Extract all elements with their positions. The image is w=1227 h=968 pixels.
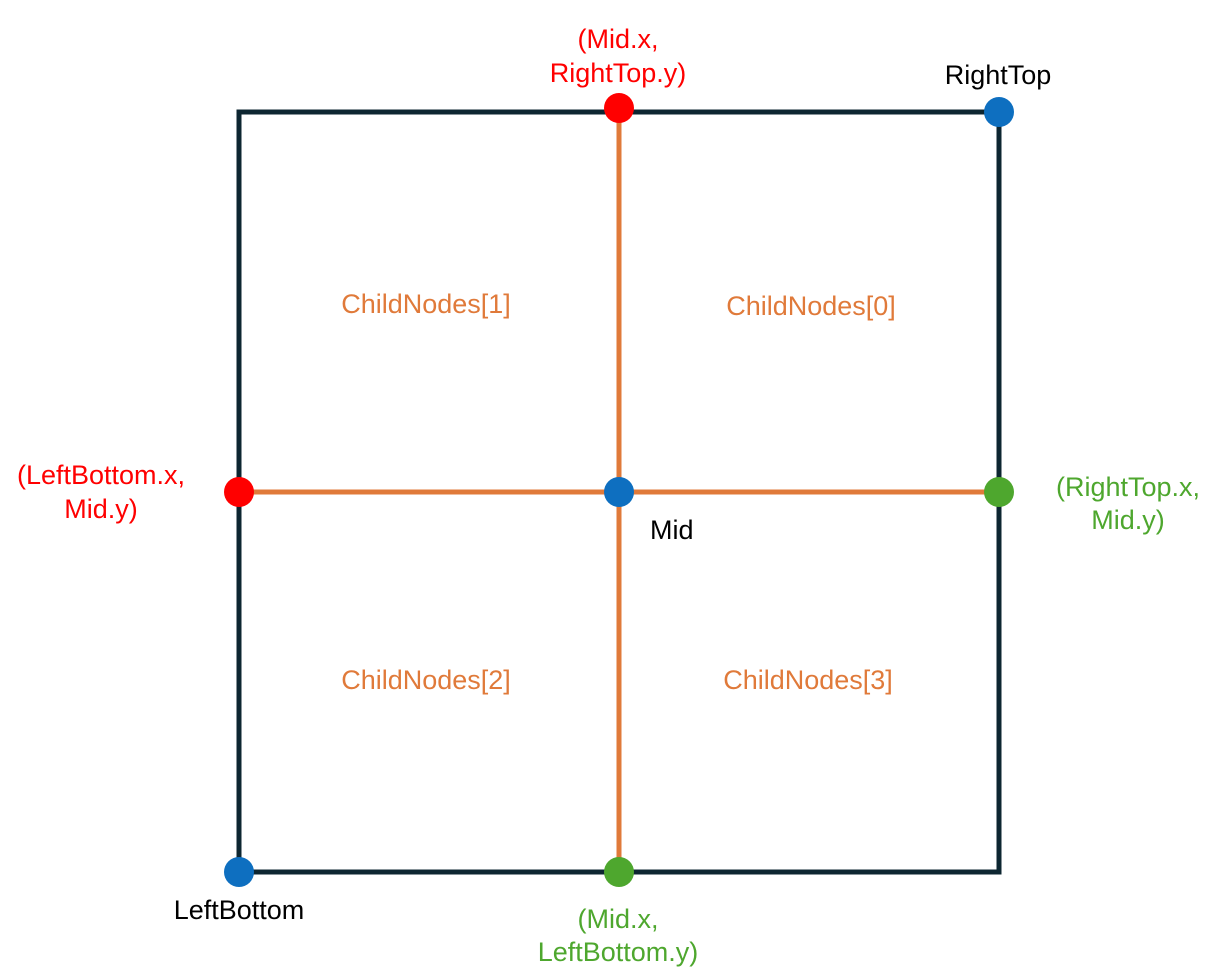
bottom-mid-label-line1: (Mid.x, <box>578 904 659 934</box>
left-mid-point <box>224 477 254 507</box>
right-top-point <box>984 97 1014 127</box>
mid-label: Mid <box>650 515 694 545</box>
child-nodes-2-label: ChildNodes[2] <box>341 665 511 695</box>
top-mid-label-line2: RightTop.y) <box>550 58 687 88</box>
child-nodes-1-label: ChildNodes[1] <box>341 289 511 319</box>
child-nodes-0-label: ChildNodes[0] <box>726 291 896 321</box>
bottom-mid-label-line2: LeftBottom.y) <box>538 937 699 967</box>
right-mid-point <box>984 477 1014 507</box>
left-mid-label-line2: Mid.y) <box>64 494 138 524</box>
right-mid-label-line2: Mid.y) <box>1091 505 1165 535</box>
child-nodes-3-label: ChildNodes[3] <box>723 665 893 695</box>
mid-point <box>604 477 634 507</box>
top-mid-label-line1: (Mid.x, <box>578 24 659 54</box>
right-top-label: RightTop <box>945 60 1052 90</box>
bottom-mid-point <box>604 857 634 887</box>
right-mid-label-line1: (RightTop.x, <box>1056 472 1200 502</box>
left-mid-label-line1: (LeftBottom.x, <box>17 460 185 490</box>
left-bottom-point <box>224 857 254 887</box>
left-bottom-label: LeftBottom <box>174 895 305 925</box>
top-mid-point <box>604 93 634 123</box>
